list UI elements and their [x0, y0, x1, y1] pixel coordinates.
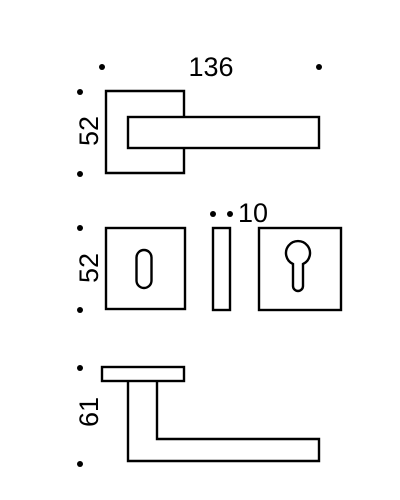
bottom-height-end-dot — [77, 461, 83, 467]
top-height-dimension-label: 52 — [74, 116, 104, 146]
escutcheon-side-profile — [211, 226, 232, 312]
thickness-dimension-label: 10 — [238, 198, 268, 228]
handle-front-view — [104, 89, 321, 175]
bottom-height-start-dot — [77, 365, 83, 371]
key-escutcheon — [104, 226, 187, 311]
width-dimension-label: 136 — [188, 52, 233, 82]
handle-top-view — [100, 365, 321, 463]
middle-height-start-dot — [77, 225, 83, 231]
top-height-start-dot — [77, 89, 83, 95]
middle-height-end-dot — [77, 307, 83, 313]
cylinder-escutcheon — [257, 226, 343, 312]
rose-plate — [104, 89, 186, 175]
width-start-dot — [99, 64, 105, 70]
cylinder-escutcheon-plate — [257, 226, 343, 312]
keyhole-slot — [135, 248, 153, 290]
width-end-dot — [316, 64, 322, 70]
middle-height-dimension-label: 52 — [74, 253, 104, 283]
thickness-end-dot — [227, 211, 233, 217]
top-height-end-dot — [77, 171, 83, 177]
key-escutcheon-plate — [104, 226, 187, 311]
lever-profile — [126, 381, 321, 463]
bottom-height-dimension-label: 61 — [74, 397, 104, 427]
rose-profile — [100, 365, 186, 383]
lever-handle — [126, 115, 321, 150]
euro-cylinder-cutout — [284, 239, 312, 293]
thickness-start-dot — [210, 211, 216, 217]
